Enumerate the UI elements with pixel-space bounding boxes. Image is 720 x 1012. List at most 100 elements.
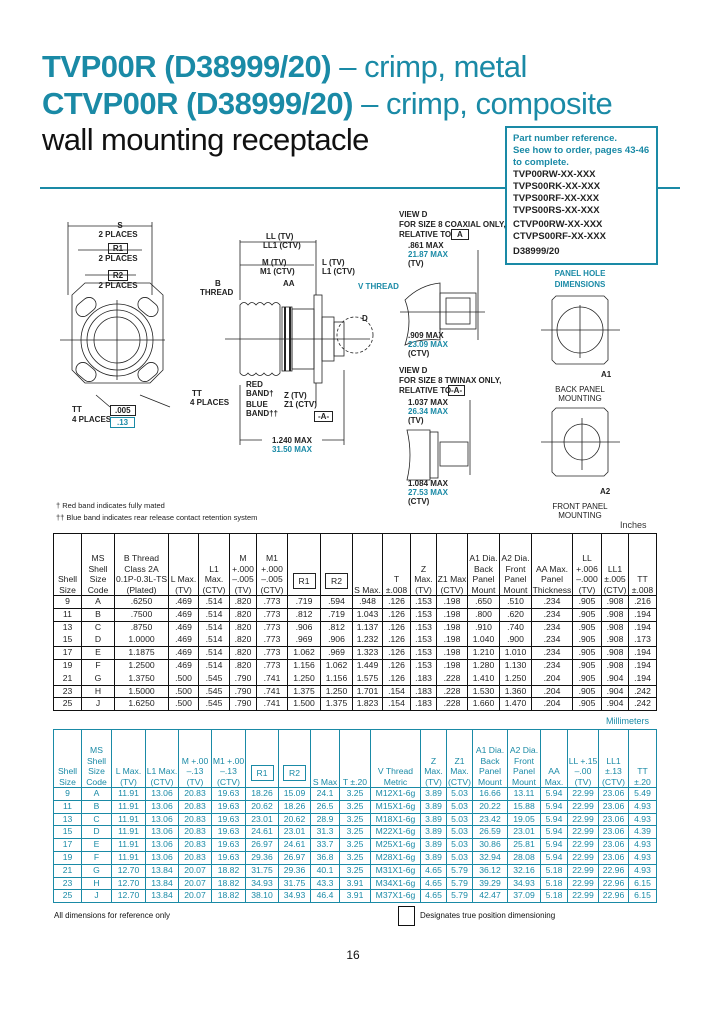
column-header: S Max. bbox=[352, 533, 383, 596]
table-cell: 20.62 bbox=[278, 812, 311, 826]
dim-l: L (TV) bbox=[322, 258, 345, 267]
part-number: TVPS00RK-XX-XXX bbox=[513, 181, 601, 192]
table-cell: 19 bbox=[53, 658, 82, 673]
table-cell: 11.91 bbox=[111, 838, 146, 852]
table-cell: F bbox=[81, 658, 115, 673]
table-cell: 20.83 bbox=[178, 838, 212, 852]
table-cell: .904 bbox=[601, 697, 629, 711]
table-cell: .228 bbox=[436, 684, 468, 698]
table-cell: .153 bbox=[410, 633, 437, 647]
table-cell: 12.70 bbox=[111, 889, 146, 903]
view-d-coax-rel: RELATIVE TO bbox=[399, 230, 452, 239]
column-header-text: AA Max. bbox=[544, 766, 564, 787]
label-blue-band: BAND†† bbox=[246, 409, 279, 418]
table-cell: .469 bbox=[168, 633, 199, 647]
table-cell: .198 bbox=[436, 620, 468, 634]
table-cell: 20.62 bbox=[245, 799, 279, 814]
table-cell: 42.47 bbox=[472, 889, 508, 903]
table-cell: 1.530 bbox=[467, 684, 500, 698]
page-number: 16 bbox=[346, 948, 360, 962]
table-cell: .905 bbox=[572, 672, 602, 686]
table-cell: .198 bbox=[436, 658, 468, 673]
table-cell: 26.97 bbox=[278, 850, 311, 865]
coax-tv: (TV) bbox=[408, 259, 424, 268]
column-header-text: L1 Max. (CTV) bbox=[202, 563, 226, 595]
table-cell: 5.79 bbox=[446, 876, 473, 890]
table-cell: 1.250 bbox=[499, 672, 532, 686]
column-header: V Thread Metric bbox=[370, 729, 421, 788]
column-header-text: MS Shell Size Code bbox=[87, 553, 109, 595]
table-cell: D bbox=[81, 633, 115, 647]
table-cell: .904 bbox=[601, 684, 629, 698]
table-cell: .183 bbox=[410, 697, 437, 711]
table-cell: .198 bbox=[436, 607, 468, 622]
column-header-text: MS Shell Size Code bbox=[86, 745, 107, 787]
column-header-text: R2 bbox=[325, 572, 348, 589]
table-cell: .741 bbox=[256, 684, 288, 698]
table-cell: 22.99 bbox=[567, 812, 599, 826]
table-cell: 20.83 bbox=[178, 850, 212, 865]
column-header: A1 Dia. Back Panel Mount bbox=[467, 533, 500, 596]
table-cell: .905 bbox=[572, 620, 602, 634]
table-cell: 1.156 bbox=[320, 672, 353, 686]
table-cell: 5.94 bbox=[540, 812, 568, 826]
table-cell: 13.06 bbox=[145, 787, 179, 801]
table-cell: .126 bbox=[382, 672, 411, 686]
note-all-dimensions: All dimensions for reference only bbox=[54, 911, 171, 920]
table-cell: .153 bbox=[410, 607, 437, 622]
units-millimeters: Millimeters bbox=[606, 716, 650, 726]
table-cell: .545 bbox=[198, 672, 230, 686]
table-cell: 39.29 bbox=[472, 876, 508, 890]
table-cell: 23.06 bbox=[598, 838, 629, 852]
table-cell: 3.91 bbox=[339, 876, 371, 890]
table-cell: 1.040 bbox=[467, 633, 500, 647]
table-cell: 11.91 bbox=[111, 825, 146, 839]
table-cell: .905 bbox=[572, 595, 602, 609]
table-cell: 23.06 bbox=[598, 850, 629, 865]
column-header-text: L1 Max. (CTV) bbox=[146, 766, 178, 787]
table-cell: 13 bbox=[53, 812, 82, 826]
table-cell: 4.65 bbox=[420, 889, 447, 903]
table-cell: 1.010 bbox=[499, 646, 532, 660]
column-header-text: S Max. bbox=[354, 584, 381, 595]
table-cell: .228 bbox=[436, 697, 468, 711]
table-cell: 23.06 bbox=[598, 799, 629, 814]
table-cell: H bbox=[81, 684, 115, 698]
table-cell: .905 bbox=[572, 658, 602, 673]
table-cell: 9 bbox=[53, 787, 82, 801]
table-cell: .154 bbox=[382, 697, 411, 711]
table-cell: 1.250 bbox=[320, 684, 353, 698]
column-header: Z1 Max (CTV) bbox=[436, 533, 468, 596]
table-cell: 24.1 bbox=[310, 787, 340, 801]
table-cell: 9 bbox=[53, 595, 82, 609]
table-cell: M34X1-6g bbox=[370, 876, 421, 890]
table-cell: A bbox=[81, 595, 115, 609]
table-cell: 22.96 bbox=[598, 863, 629, 878]
dim-aa: AA bbox=[283, 279, 295, 288]
column-header: M1 +.000 –.005 (CTV) bbox=[256, 533, 288, 596]
table-cell: .204 bbox=[531, 697, 573, 711]
table-cell: .228 bbox=[436, 672, 468, 686]
spec-number: D38999/20 bbox=[513, 246, 560, 257]
table-cell: 3.25 bbox=[339, 838, 371, 852]
table-cell: 13.06 bbox=[145, 825, 179, 839]
table-cell: .126 bbox=[382, 633, 411, 647]
table-cell: 1.500 bbox=[287, 697, 321, 711]
column-header: Shell Size bbox=[53, 533, 82, 596]
table-cell: .820 bbox=[229, 595, 257, 609]
table-cell: 11 bbox=[53, 607, 82, 622]
table-cell: 15.88 bbox=[507, 799, 541, 814]
column-header: A2 Dia. Front Panel Mount bbox=[499, 533, 532, 596]
column-header: S Max bbox=[310, 729, 340, 788]
table-cell: 6.15 bbox=[628, 876, 657, 890]
table-cell: .154 bbox=[382, 684, 411, 698]
table-cell: .234 bbox=[531, 595, 573, 609]
table-cell: .773 bbox=[256, 633, 288, 647]
